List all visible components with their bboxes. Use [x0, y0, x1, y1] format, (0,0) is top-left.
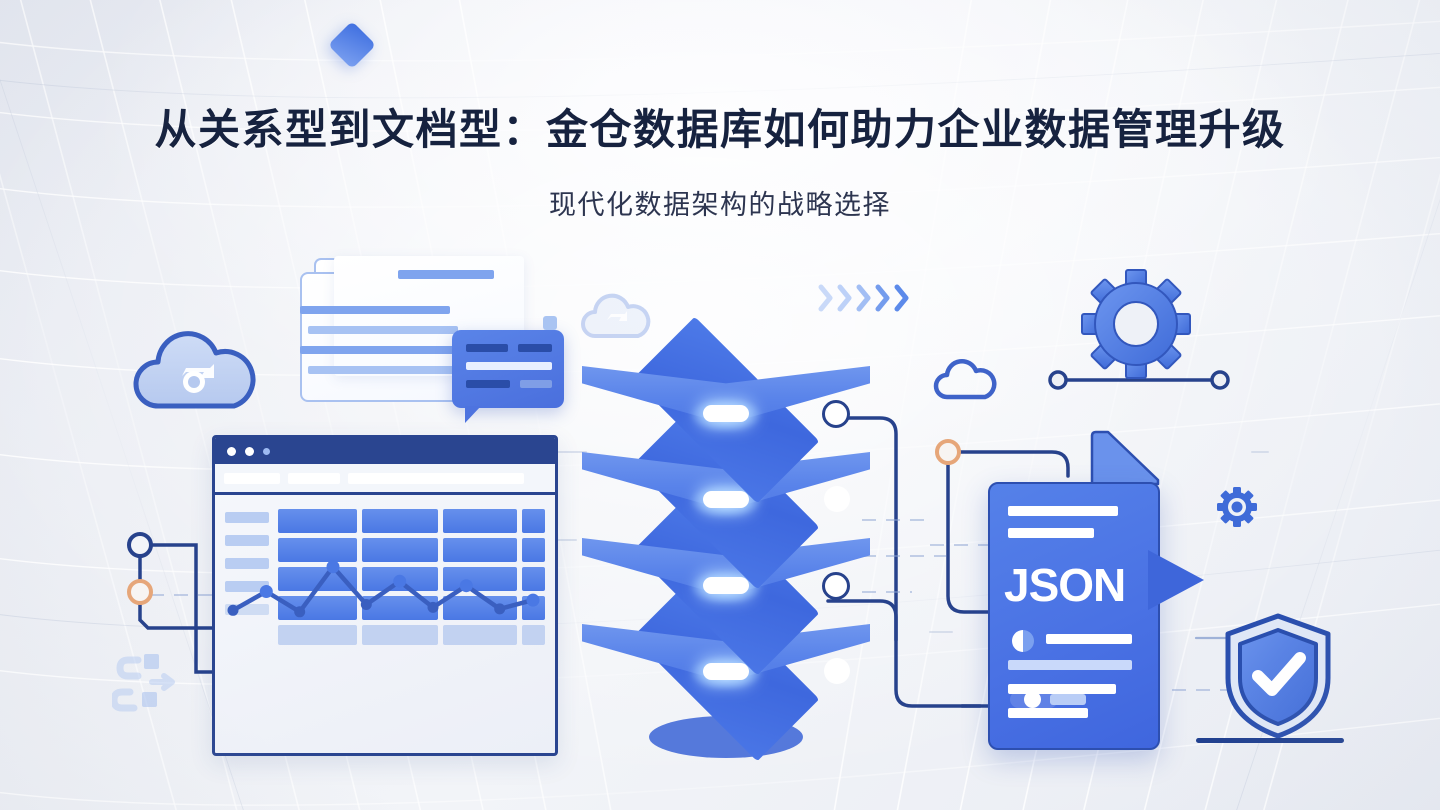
bottom-rule [1196, 738, 1344, 743]
page-title: 从关系型到文档型：金仓数据库如何助力企业数据管理升级 [154, 106, 1286, 153]
window-tabbar[interactable] [215, 464, 555, 495]
tab-1[interactable] [224, 472, 280, 484]
node-ring-blue-gear-right [1210, 370, 1230, 390]
table-row [278, 509, 545, 533]
node-ring-orange-right [935, 439, 961, 465]
sidebar-row [225, 535, 269, 546]
db-node-3 [822, 572, 850, 600]
cloud-outline-icon [933, 359, 997, 400]
window-body [215, 495, 555, 645]
sidebar-row [225, 558, 269, 569]
cloud-sync-faded-icon [581, 293, 651, 338]
chart-point [526, 593, 540, 607]
window-titlebar [215, 438, 555, 464]
mini-square-accent [543, 316, 557, 330]
chart-point [393, 574, 407, 588]
table-grid [278, 509, 545, 645]
chart-point [360, 599, 372, 610]
db-layer-1 [582, 316, 870, 504]
gear-large-icon [1081, 269, 1191, 379]
gear-small-icon [1217, 487, 1257, 527]
node-ring-blue-gear-left [1048, 370, 1068, 390]
db-indicator-2 [703, 491, 749, 508]
document-fold-corner [1090, 430, 1160, 486]
chart-point [459, 579, 473, 593]
flow-squiggle-icon [112, 654, 175, 712]
db-indicator-3 [703, 577, 749, 594]
table-row [278, 596, 545, 620]
node-ring-blue-left [127, 532, 153, 558]
json-bullet-dot [1012, 630, 1034, 652]
window-dot-2 [245, 446, 254, 456]
chat-bubble-icon [452, 330, 564, 423]
shield-check-icon [1225, 613, 1331, 739]
cloud-sync-icon [133, 331, 256, 409]
chart-point [259, 585, 273, 598]
sidebar-row [225, 604, 269, 615]
window-dot-3 [263, 447, 270, 455]
chevrons-right-icon [818, 283, 910, 313]
json-toggle-knob [1024, 691, 1041, 708]
page-subtitle: 现代化数据架构的战略选择 [549, 190, 891, 220]
chart-point [326, 560, 340, 574]
db-node-2 [824, 486, 850, 512]
chart-point [427, 601, 439, 613]
db-node-4 [824, 658, 850, 684]
db-node-1 [822, 400, 850, 428]
json-toggle-pill [1050, 694, 1086, 705]
table-row [278, 625, 545, 645]
sidebar-row [225, 581, 269, 592]
database-stack [582, 316, 870, 762]
document-sheet [300, 256, 524, 376]
chart-point [294, 606, 306, 618]
json-pointer-arrow [1148, 550, 1204, 610]
json-label: JSON [1004, 559, 1126, 611]
json-card: JSON [988, 482, 1160, 750]
chart-point [227, 604, 239, 616]
tab-3[interactable] [348, 472, 524, 484]
db-indicator-4 [703, 663, 749, 680]
json-document: JSON [988, 430, 1204, 750]
table-window[interactable] [212, 435, 558, 756]
chart-point [494, 603, 506, 615]
diamond-accent-icon [327, 20, 377, 70]
line-chart [227, 560, 540, 618]
sidebar-row [225, 512, 269, 523]
folder-document-icon [300, 256, 564, 423]
tab-2[interactable] [288, 472, 340, 484]
window-dot-1 [227, 446, 236, 456]
table-row [278, 538, 545, 562]
db-indicator-1 [703, 405, 749, 422]
table-sidebar [225, 509, 269, 645]
node-ring-orange-left [127, 579, 153, 605]
